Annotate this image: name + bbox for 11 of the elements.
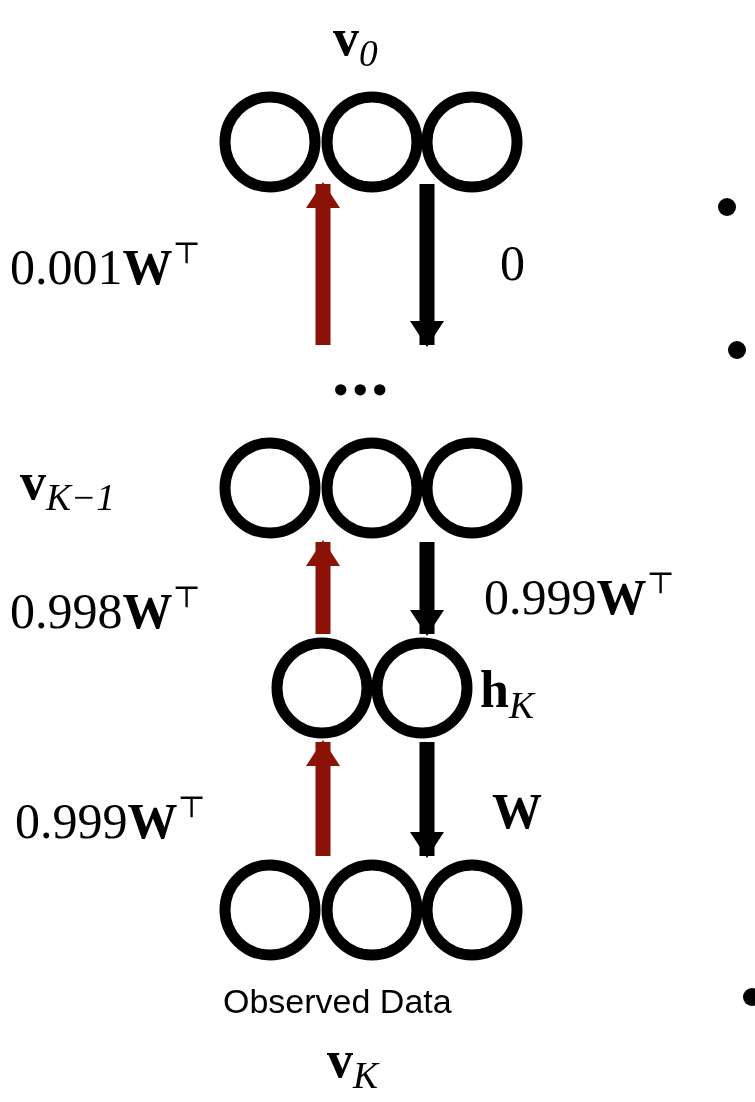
layer-label: h$_{K}$ xyxy=(480,664,534,725)
block-arrow xyxy=(306,182,340,345)
layer-label: v$_{K}$ xyxy=(327,1034,378,1095)
block-arrow xyxy=(306,740,340,856)
block-arrow xyxy=(306,540,340,634)
layer-label: v$_{K−1}$ xyxy=(20,456,115,517)
layer-caption: Observed Data xyxy=(223,984,452,1018)
layer-label: v$_{0}$ xyxy=(333,12,378,73)
block-arrow xyxy=(410,542,444,636)
block-arrow xyxy=(410,184,444,347)
block-arrow xyxy=(410,742,444,858)
